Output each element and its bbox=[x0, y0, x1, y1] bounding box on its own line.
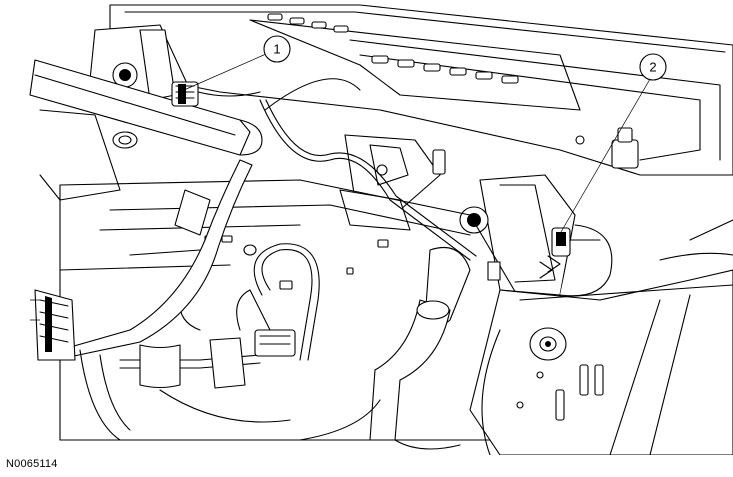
callout-1-number: 1 bbox=[273, 42, 280, 57]
seat-frame-wiring-illustration: 1 2 bbox=[29, 4, 733, 455]
callout-2: 2 bbox=[560, 53, 667, 233]
frame-bolt bbox=[575, 127, 639, 169]
connector-1 bbox=[171, 81, 261, 107]
right-hinge-bracket bbox=[459, 174, 613, 297]
center-latch bbox=[339, 134, 446, 231]
left-multipin-connector bbox=[30, 289, 76, 361]
cross-tube bbox=[29, 59, 263, 156]
callout-2-number: 2 bbox=[649, 60, 656, 75]
right-seat-rail bbox=[469, 219, 733, 455]
frame-slots bbox=[267, 13, 519, 84]
connector-2 bbox=[551, 227, 601, 257]
wiring-harness bbox=[54, 78, 501, 450]
figure-id-label: N0065114 bbox=[6, 458, 58, 470]
callout-1: 1 bbox=[183, 35, 291, 91]
